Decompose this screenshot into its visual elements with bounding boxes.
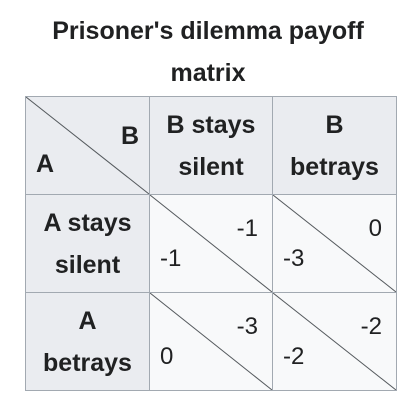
payoff-b-value: -2 [360, 313, 382, 340]
payoff-diagonal-line [150, 195, 272, 292]
column-header-b-stays-silent: B stays silent [150, 97, 272, 194]
payoff-cell-betrays-silent: -3 0 [150, 293, 272, 390]
column-header-line-2: betrays [290, 152, 379, 181]
payoff-b-value: 0 [368, 215, 382, 242]
row-header-line-1: A [78, 306, 97, 335]
payoff-b-value: -3 [236, 313, 258, 340]
payoff-diagonal-line [273, 293, 396, 390]
caption-line-1: Prisoner's dilemma payoff [52, 17, 364, 45]
row-header-a-stays-silent: A stays silent [26, 195, 149, 292]
payoff-a-value: -3 [283, 245, 305, 272]
payoff-cell-silent-betrays: 0 -3 [273, 195, 396, 292]
corner-label-row-player: A [36, 150, 55, 178]
payoff-cell-silent-silent: -1 -1 [150, 195, 272, 292]
row-header-a-betrays: A betrays [26, 293, 149, 390]
payoff-a-value: -1 [160, 245, 182, 272]
row-header-line-2: silent [54, 250, 121, 279]
payoff-diagonal-line [150, 293, 272, 390]
column-header-line-1: B [325, 110, 344, 139]
payoff-a-value: -2 [283, 343, 305, 370]
caption-line-2: matrix [170, 59, 246, 87]
row-header-line-1: A stays [43, 208, 132, 237]
corner-diagonal-line [26, 97, 149, 194]
payoff-b-value: -1 [236, 215, 258, 242]
payoff-matrix-table: B A B stays silent B betrays A stays sil… [25, 96, 397, 391]
column-header-line-1: B stays [166, 110, 256, 139]
row-header-line-2: betrays [43, 348, 132, 377]
column-header-line-2: silent [178, 152, 244, 181]
column-header-b-betrays: B betrays [273, 97, 396, 194]
payoff-a-value: 0 [160, 343, 174, 370]
payoff-diagonal-line [273, 195, 396, 292]
corner-label-column-player: B [120, 122, 139, 150]
corner-header-cell: B A [26, 97, 149, 194]
matrix-caption: Prisoner's dilemma payoff matrix [0, 10, 416, 94]
payoff-cell-betrays-betrays: -2 -2 [273, 293, 396, 390]
